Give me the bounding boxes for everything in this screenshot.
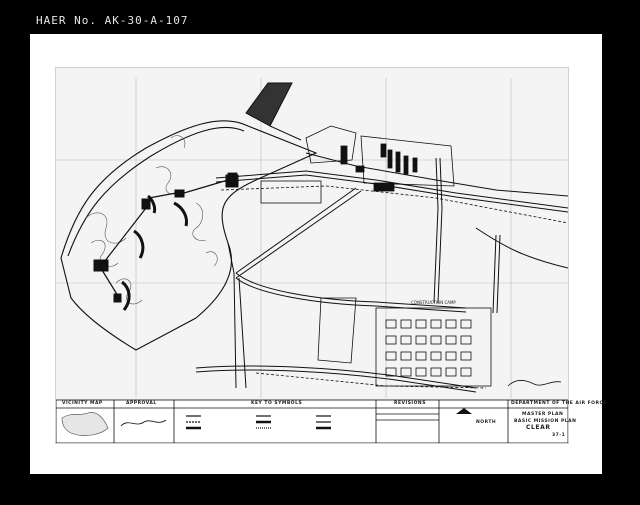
- contour-lines: [85, 135, 218, 305]
- haer-record-number: HAER No. AK-30-A-107: [36, 14, 189, 27]
- plan-location: CLEAR: [526, 424, 551, 431]
- label-construction-camp: CONSTRUCTION CAMP: [411, 300, 456, 305]
- sheet-number: 37-1: [552, 433, 566, 438]
- agency-label: DEPARTMENT OF THE AIR FORCE: [511, 401, 607, 406]
- plan-title: MASTER PLAN: [522, 412, 564, 417]
- vicinity-map-sketch: [61, 412, 109, 436]
- key-to-symbols-label: KEY TO SYMBOLS: [251, 401, 303, 406]
- title-block: [56, 399, 568, 443]
- site-plan-drawing: [56, 78, 568, 443]
- technical-site: [227, 125, 455, 204]
- approval-signature: [507, 380, 562, 387]
- approval-label: APPROVAL: [126, 401, 157, 406]
- revisions-label: REVISIONS: [394, 401, 426, 406]
- airstrip: [245, 82, 302, 141]
- perimeter-road: [60, 120, 318, 351]
- radar-sites: [93, 174, 239, 311]
- main-roads: [195, 152, 568, 393]
- approval-block-signature: [120, 419, 167, 427]
- plan-sheet: CONSTRUCTION CAMP VICINITY MAP APPROVAL …: [55, 67, 606, 444]
- north-arrow-icon: [456, 408, 472, 414]
- north-label: NORTH: [476, 420, 497, 425]
- vicinity-map-label: VICINITY MAP: [62, 401, 103, 406]
- railroad: [220, 185, 568, 389]
- symbol-key-samples: [186, 415, 331, 430]
- construction-camp: [317, 297, 492, 387]
- plan-subtitle: BASIC MISSION PLAN: [514, 419, 577, 424]
